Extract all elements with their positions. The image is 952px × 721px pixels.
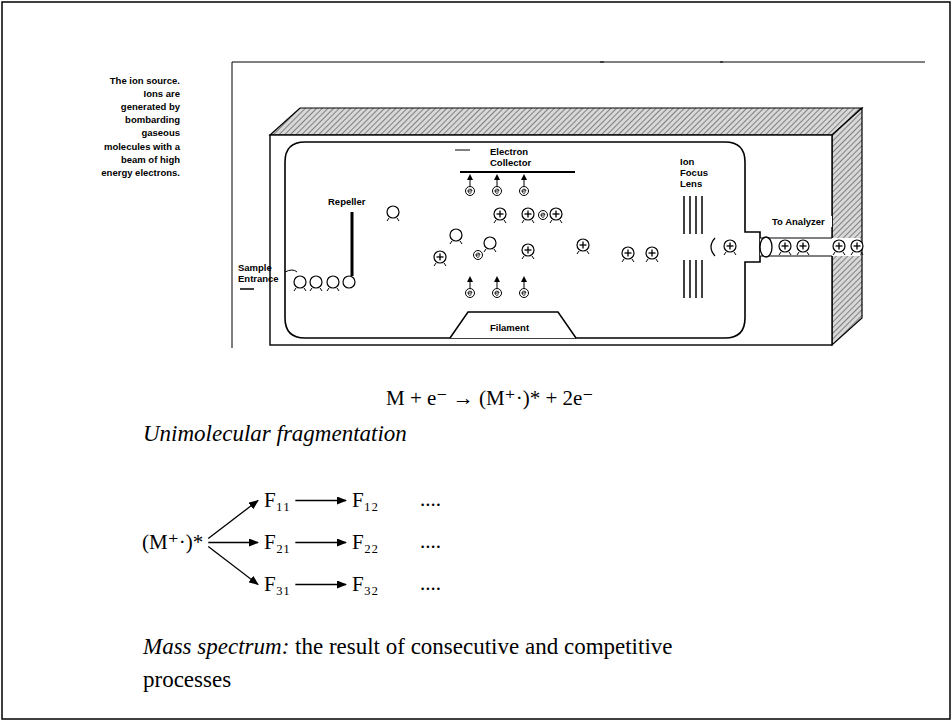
part-label: Filament bbox=[490, 322, 529, 333]
part-label: Repeller bbox=[328, 196, 366, 207]
part-label: To Analyzer bbox=[772, 216, 825, 227]
part-label: Ion Focus Lens bbox=[680, 156, 708, 189]
reaction-arrow bbox=[295, 584, 346, 585]
ion-formula: F₃₁ bbox=[264, 572, 290, 596]
part-label: Sample Entrance bbox=[238, 262, 279, 284]
part-label: Electron Collector bbox=[490, 146, 531, 168]
fragment-ion: F₁₂ bbox=[350, 487, 380, 514]
section-heading: Unimolecular fragmentation bbox=[143, 421, 407, 446]
fragment-ion: F₂₂ bbox=[350, 529, 380, 556]
ion-formula: F₂₂ bbox=[352, 530, 378, 554]
reaction-arrow bbox=[295, 542, 346, 543]
summary-text: Mass spectrum:the result of consecutive … bbox=[143, 630, 703, 697]
ellipsis: .... bbox=[420, 571, 441, 595]
section-heading: Unimolecular fragmentation bbox=[143, 421, 407, 447]
part-label: Electron Collector bbox=[490, 146, 550, 168]
ion-formula: F₂₁ bbox=[264, 530, 290, 554]
side-caption: The ion source. Ions are generated by bo… bbox=[101, 75, 180, 178]
ion-formula: F₃₂ bbox=[352, 572, 378, 596]
fragment-ion: F₁₁ bbox=[262, 487, 292, 514]
part-label: Ion Focus Lens bbox=[680, 156, 724, 190]
ion-formula: F₁₁ bbox=[264, 488, 290, 512]
part-label: To Analyzer bbox=[770, 216, 832, 227]
ellipsis: .... bbox=[420, 529, 441, 553]
equation: M + e⁻ → (M⁺·)* + 2e⁻ bbox=[386, 386, 593, 411]
reaction-arrow bbox=[208, 542, 258, 543]
fragment-ion: F₃₁ bbox=[262, 571, 292, 598]
fragment-ion: F₃₂ bbox=[350, 571, 380, 598]
ion-formula: (M⁺·)* bbox=[142, 530, 203, 554]
part-label: Sample Entrance bbox=[238, 262, 282, 284]
fragment-ion: F₂₁ bbox=[262, 529, 292, 556]
parent-ion: (M⁺·)* bbox=[140, 529, 205, 556]
part-label: Repeller bbox=[328, 196, 378, 207]
ellipsis: .... bbox=[420, 571, 441, 596]
summary-text: Mass spectrum: bbox=[143, 634, 289, 659]
side-caption: The ion source. Ions are generated by bo… bbox=[96, 74, 180, 179]
reaction-arrow bbox=[208, 547, 258, 585]
ellipsis: .... bbox=[420, 487, 441, 512]
reaction-arrow bbox=[208, 501, 258, 539]
ellipsis: .... bbox=[420, 529, 441, 554]
equation: M + e⁻ → (M⁺·)* + 2e⁻ bbox=[386, 386, 593, 410]
part-label: Filament bbox=[490, 322, 540, 333]
ion-formula: F₁₂ bbox=[352, 488, 378, 512]
reaction-arrow bbox=[295, 500, 346, 501]
ellipsis: .... bbox=[420, 487, 441, 511]
